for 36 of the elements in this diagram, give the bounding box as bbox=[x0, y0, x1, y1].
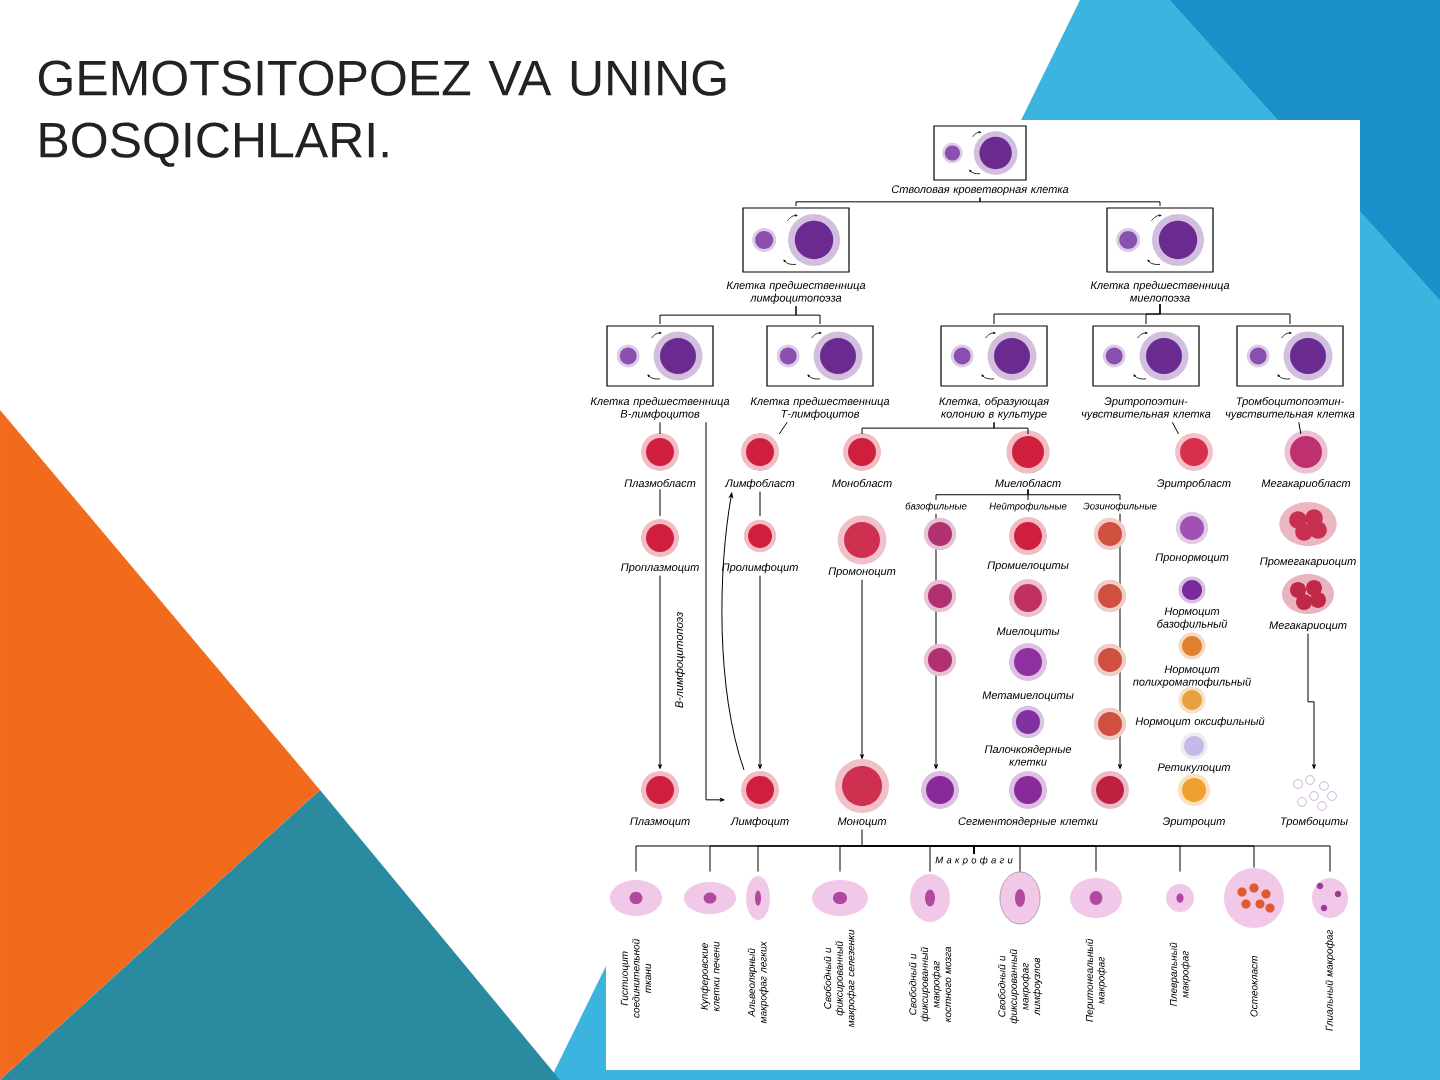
connector-line bbox=[795, 197, 981, 207]
connector-line bbox=[979, 197, 1161, 207]
macrophage-drawing bbox=[812, 880, 868, 916]
macrophage-drawing bbox=[610, 880, 662, 916]
connector-line bbox=[778, 421, 788, 435]
connector-line bbox=[659, 421, 661, 435]
arrow bbox=[1307, 633, 1316, 770]
connector-line bbox=[993, 421, 1029, 435]
macrophage-drawing bbox=[999, 871, 1041, 925]
connector-line bbox=[973, 845, 1331, 873]
arrow bbox=[705, 421, 725, 802]
connector-line bbox=[1027, 489, 1029, 501]
connector-line bbox=[795, 305, 821, 325]
connector-line bbox=[1171, 421, 1180, 435]
connector-line bbox=[1298, 421, 1302, 435]
macrophage-drawing bbox=[1224, 868, 1284, 928]
connector-line bbox=[759, 491, 761, 517]
arrow bbox=[658, 575, 662, 770]
connector-line bbox=[935, 489, 1029, 501]
connector-line bbox=[659, 489, 661, 517]
arrow bbox=[721, 492, 745, 771]
macrophage-drawing bbox=[1312, 878, 1348, 918]
connector-line bbox=[929, 845, 975, 873]
macrophage-drawing bbox=[746, 876, 770, 920]
connector-line bbox=[861, 421, 995, 435]
arrow bbox=[1118, 513, 1122, 770]
arrow bbox=[758, 575, 762, 770]
macrophage-drawing bbox=[684, 882, 736, 914]
macrophage-drawing bbox=[910, 874, 950, 922]
connector-line bbox=[1027, 489, 1121, 501]
arrow bbox=[934, 513, 938, 770]
slide-title: GEMOTSITOPOEZ VA UNING BOSQICHLARI. bbox=[38, 60, 726, 167]
arrow bbox=[860, 579, 864, 760]
macrophage-drawing bbox=[1166, 884, 1194, 912]
connector-line bbox=[1159, 303, 1291, 325]
macrophage-drawing bbox=[1070, 878, 1122, 918]
